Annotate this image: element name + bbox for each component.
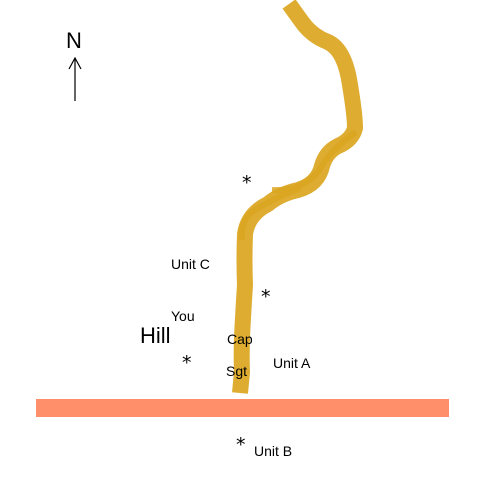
north-arrow	[68, 56, 82, 101]
position-marker-icon: *	[236, 434, 246, 456]
north-label: N	[66, 28, 82, 53]
unit-a-label: Unit A	[273, 355, 311, 371]
cap-label: Cap	[227, 331, 253, 347]
river-strand	[238, 185, 302, 241]
position-marker-icon: *	[182, 352, 192, 374]
unit-c-label: Unit C	[171, 256, 210, 272]
sgt-label: Sgt	[226, 363, 248, 379]
hill-label: Hill	[140, 323, 171, 348]
road	[36, 399, 449, 417]
position-marker-icon: *	[261, 286, 271, 308]
you-label: You	[171, 308, 195, 324]
position-marker-icon: *	[242, 172, 252, 194]
river-strand	[271, 129, 358, 194]
north-arrow-head-icon	[68, 56, 82, 70]
unit-b-label: Unit B	[254, 443, 293, 459]
river	[232, 0, 363, 394]
